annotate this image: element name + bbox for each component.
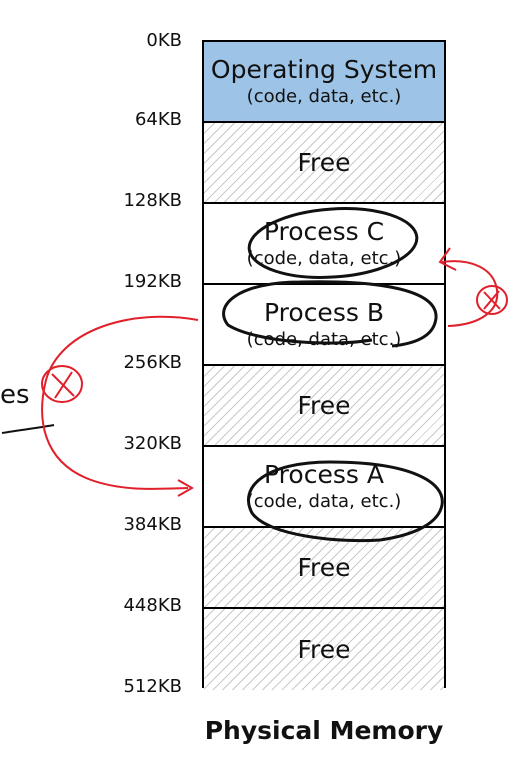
segment-subtitle: (code, data, etc.) <box>246 490 402 512</box>
segment-subtitle: (code, data, etc.) <box>246 85 402 107</box>
red-circle-mark-left <box>41 365 83 403</box>
red-circle-mark-right <box>476 285 508 315</box>
underline-stroke <box>1 424 55 434</box>
address-label-384kb: 384KB <box>123 514 182 535</box>
address-label-64kb: 64KB <box>134 109 182 130</box>
red-cross-right <box>483 290 501 310</box>
segment-process-c: Process C (code, data, etc.) <box>204 204 444 285</box>
segment-title: Process A <box>264 459 384 489</box>
segment-process-b: Process B (code, data, etc.) <box>204 285 444 366</box>
segment-free-2: Free <box>204 366 444 447</box>
segment-operating-system: Operating System (code, data, etc.) <box>204 42 444 123</box>
diagram-caption: Physical Memory <box>204 716 444 745</box>
red-curve-right <box>441 260 499 327</box>
segment-subtitle: (code, data, etc.) <box>246 247 402 269</box>
segment-title: Process C <box>263 216 385 246</box>
address-label-128kb: 128KB <box>123 190 182 211</box>
red-arrowhead <box>177 479 195 497</box>
segment-title: Free <box>297 147 351 177</box>
address-label-512kb: 512KB <box>123 676 182 697</box>
segment-free-3: Free <box>204 528 444 609</box>
segment-free-1: Free <box>204 123 444 204</box>
physical-memory-block: Operating System (code, data, etc.) Free… <box>202 40 446 690</box>
segment-title: Free <box>297 552 351 582</box>
segment-subtitle: (code, data, etc.) <box>246 328 402 350</box>
cropped-text-fragment: es <box>0 380 30 410</box>
segment-title: Process B <box>264 297 384 327</box>
segment-free-4: Free <box>204 609 444 690</box>
address-label-320kb: 320KB <box>123 433 182 454</box>
address-label-192kb: 192KB <box>123 271 182 292</box>
segment-title: Free <box>297 634 351 664</box>
segment-title: Operating System <box>210 54 438 84</box>
segment-title: Free <box>297 390 351 420</box>
red-cross-left <box>51 371 75 399</box>
address-label-448kb: 448KB <box>123 595 182 616</box>
segment-process-a: Process A (code, data, etc.) <box>204 447 444 528</box>
address-label-0kb: 0KB <box>146 30 182 51</box>
address-label-256kb: 256KB <box>123 352 182 373</box>
red-arrow-path <box>41 315 199 490</box>
